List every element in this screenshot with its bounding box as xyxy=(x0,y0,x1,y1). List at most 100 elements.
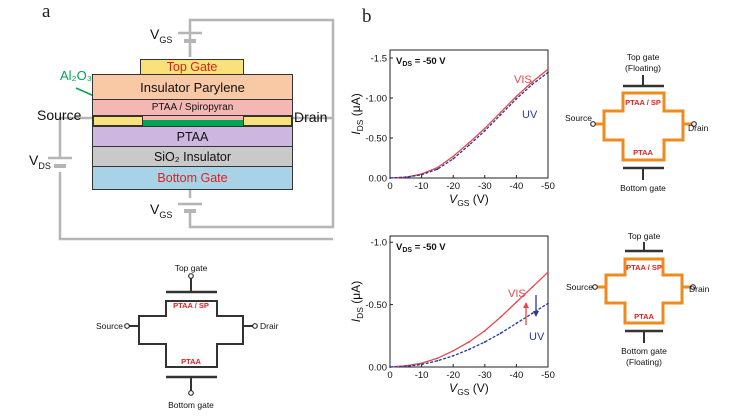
chart2-point-uv xyxy=(531,312,534,315)
parylene-label: Insulator Parylene xyxy=(140,79,245,95)
chart1-point-uv xyxy=(468,144,470,147)
vgs-top-subscript: GS xyxy=(159,34,173,45)
schematic-a-source-terminal xyxy=(124,323,130,329)
chart1-point-vis xyxy=(499,111,502,114)
schematic-b-top-channel-bottom: PTAA xyxy=(633,148,653,157)
schematic-b-top-top-label: Top gate xyxy=(627,52,660,62)
schematic-b-top-channel xyxy=(595,91,692,162)
vds-symbol: V xyxy=(29,152,39,168)
chart2-point-uv xyxy=(515,322,518,325)
chart2-vds-annotation: VDS = -50 V xyxy=(396,242,446,254)
bottom-gate-layer: Bottom Gate xyxy=(92,166,293,190)
chart1-xtick-label: -40 xyxy=(510,181,524,192)
schematic-a-drain-terminal xyxy=(252,323,258,329)
chart2-xtick-label: -50 xyxy=(541,370,555,381)
schematic-b-bottom-channel xyxy=(597,257,691,325)
chart1-xtick-label: -30 xyxy=(478,181,492,192)
schematic-b-top-drain-terminal xyxy=(691,121,697,127)
chart2-point-vis xyxy=(515,301,518,304)
gate-wire xyxy=(188,18,335,229)
schematic-b-top-source-terminal xyxy=(590,121,596,127)
schematic-a-channel-bottom: PTAA xyxy=(181,357,201,366)
schematic-b-bottom-drain-label: Drain xyxy=(689,284,710,294)
al2o3-layer xyxy=(143,120,243,126)
schematic-b-bottom-source-label: Source xyxy=(566,282,593,292)
chart2-arrow-uv-head xyxy=(533,311,539,317)
chart1-ytick-label: 0.00 xyxy=(369,174,388,185)
chart1-point-uv xyxy=(499,113,502,116)
schematic-a-lower-channel xyxy=(138,326,244,368)
schematic-b-bottom-channel-bottom: PTAA xyxy=(634,312,654,321)
chart1-point-vis xyxy=(483,127,486,130)
chart2-ytick-label: -0.50 xyxy=(365,300,387,311)
chart1-point-uv xyxy=(531,83,534,86)
chart1-xtick-label: -20 xyxy=(446,181,460,192)
chart2-xtick-label: 0 xyxy=(387,370,392,381)
vds-subscript: DS xyxy=(38,160,51,171)
chart1-point-vis xyxy=(468,141,470,144)
chart1-point-uv xyxy=(483,129,486,132)
chart2-point-vis xyxy=(436,357,439,360)
chart1-ylabel: IDS (μA) xyxy=(349,93,365,134)
vgs-bottom-label: VGS xyxy=(150,201,172,220)
panel-b-label: b xyxy=(362,6,372,27)
schematic-b-top-gates xyxy=(623,75,664,180)
chart2-point-uv xyxy=(452,354,455,357)
schematic-a-bottom-terminal xyxy=(188,390,194,396)
chart1-ytick-label: -1.00 xyxy=(365,94,387,105)
chart2-xtick-label: -40 xyxy=(510,370,524,381)
chart2-arrow-vis-head xyxy=(523,302,529,308)
schematic-b-top-bottom-label: Bottom gate xyxy=(620,183,666,193)
schematic-b-bottom-gates xyxy=(625,242,663,343)
drain-label: Drain xyxy=(294,109,328,125)
chart2-point-vis xyxy=(483,329,486,332)
chart1-xtick-label: 0 xyxy=(387,181,392,192)
vds-wire-top xyxy=(58,116,92,158)
schematic-a-channel-top: PTAA / SP xyxy=(173,301,209,310)
chart1-label-uv: UV xyxy=(522,109,538,121)
schematic-a-drain-label: Drair xyxy=(260,321,279,331)
vgs-top-label: VGS xyxy=(150,26,172,45)
chart2-ytick-label: 0.00 xyxy=(369,363,388,374)
chart1-xtick-label: -50 xyxy=(541,181,555,192)
chart1-label-vis: VIS xyxy=(514,74,532,86)
chart1-point-vis xyxy=(547,68,549,71)
schematic-a-source-label: Source xyxy=(96,321,123,331)
vgs-bottom-subscript: GS xyxy=(159,209,173,220)
chart2-xtick-label: -20 xyxy=(446,370,460,381)
chart1-point-vis xyxy=(452,155,455,158)
chart1-plot-frame xyxy=(389,49,549,179)
chart2-point-uv xyxy=(483,341,486,343)
chart2-point-uv xyxy=(499,332,502,335)
al2o3-label: Al₂O₃ xyxy=(60,68,93,83)
chart2-point-vis xyxy=(420,362,423,365)
schematic-a-upper-channel xyxy=(129,300,253,327)
chart1-ytick-label: -0.50 xyxy=(365,134,387,145)
chart1-point-uv xyxy=(452,157,455,160)
schematic-b-top-upper-path xyxy=(595,91,692,126)
chart1-point-uv xyxy=(436,168,439,171)
chart2-point-vis xyxy=(531,286,534,289)
chart1-xlabel: VGS (V) xyxy=(449,192,489,208)
chart1-point-vis xyxy=(531,81,534,83)
chart2-label-uv: UV xyxy=(529,331,545,343)
schematic-b-bottom-bottom-label: Bottom gate xyxy=(621,346,667,356)
chart1-point-uv xyxy=(547,71,549,74)
sio2-label: SiO₂ Insulator xyxy=(153,149,232,164)
schematic-b-bottom-channel-top: PTAA / SP xyxy=(626,263,662,272)
schematic-b-bottom-top-label: Top gate xyxy=(628,231,661,241)
circuit-wires xyxy=(58,18,335,241)
chart2-point-vis xyxy=(468,341,470,343)
schematic-b-top-top-note: (Floating) xyxy=(625,63,661,73)
ptaa-spiropyran-label: PTAA / Spiropyran xyxy=(151,102,234,113)
chart1-vds-annotation: VDS = -50 V xyxy=(396,56,446,68)
chart1-point-uv xyxy=(420,173,423,176)
chart2-ylabel: IDS (μA) xyxy=(349,281,365,322)
schematic-b-top-lower-path xyxy=(602,124,685,162)
chart2-plot-frame xyxy=(389,235,549,368)
chart1-point-uv xyxy=(404,176,407,179)
chart1-xtick-label: -10 xyxy=(415,181,429,192)
